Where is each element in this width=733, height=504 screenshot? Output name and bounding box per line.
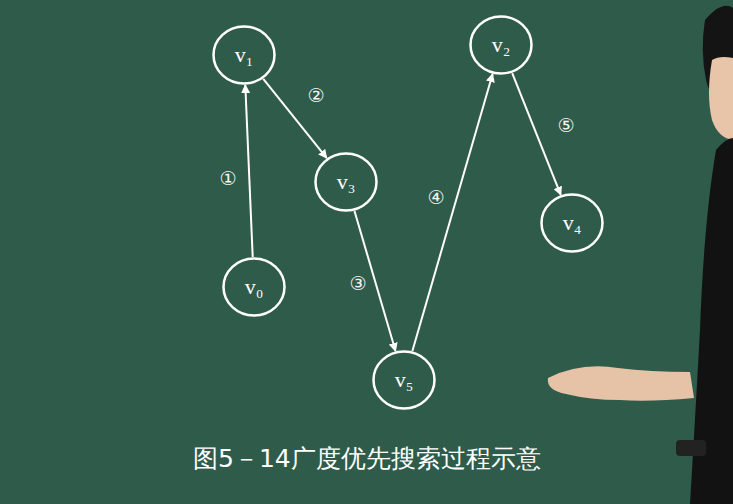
vertex-label: v₀ [245, 276, 264, 298]
search-arrow [412, 74, 492, 351]
circle-outline-shape [542, 195, 603, 252]
vertex-label: v₅ [395, 369, 414, 391]
vertex-circle: v₀ [222, 257, 286, 317]
circle-outline-shape [316, 154, 377, 211]
search-arrow [245, 85, 252, 257]
presenter-face [709, 57, 733, 140]
vertex-label: v₄ [563, 212, 582, 234]
vertex-label: v₂ [492, 34, 511, 56]
step-number: ④ [427, 188, 444, 207]
circle-outline-shape [471, 17, 532, 74]
circle-outline-shape [224, 259, 285, 316]
vertex-circle: v₄ [540, 193, 604, 253]
presenter-remote [676, 440, 706, 456]
circle-outline-shape [374, 352, 435, 409]
step-number: ⑤ [557, 116, 574, 135]
step-number: ③ [349, 274, 366, 293]
vertex-label: v₁ [235, 44, 254, 66]
circle-outline-shape [214, 27, 275, 84]
vertex-label: v₃ [337, 171, 356, 193]
vertex-circle: v₅ [372, 350, 436, 410]
step-number: ② [307, 86, 324, 105]
step-number: ① [219, 169, 236, 188]
vertex-circle: v₁ [212, 25, 276, 85]
vertex-circle: v₃ [314, 152, 378, 212]
presenter-hand [548, 366, 694, 400]
figure-caption: 图5－14广度优先搜索过程示意 [193, 444, 541, 474]
search-arrow [512, 73, 561, 195]
vertex-circle: v₂ [469, 15, 533, 75]
search-arrow [263, 79, 327, 158]
